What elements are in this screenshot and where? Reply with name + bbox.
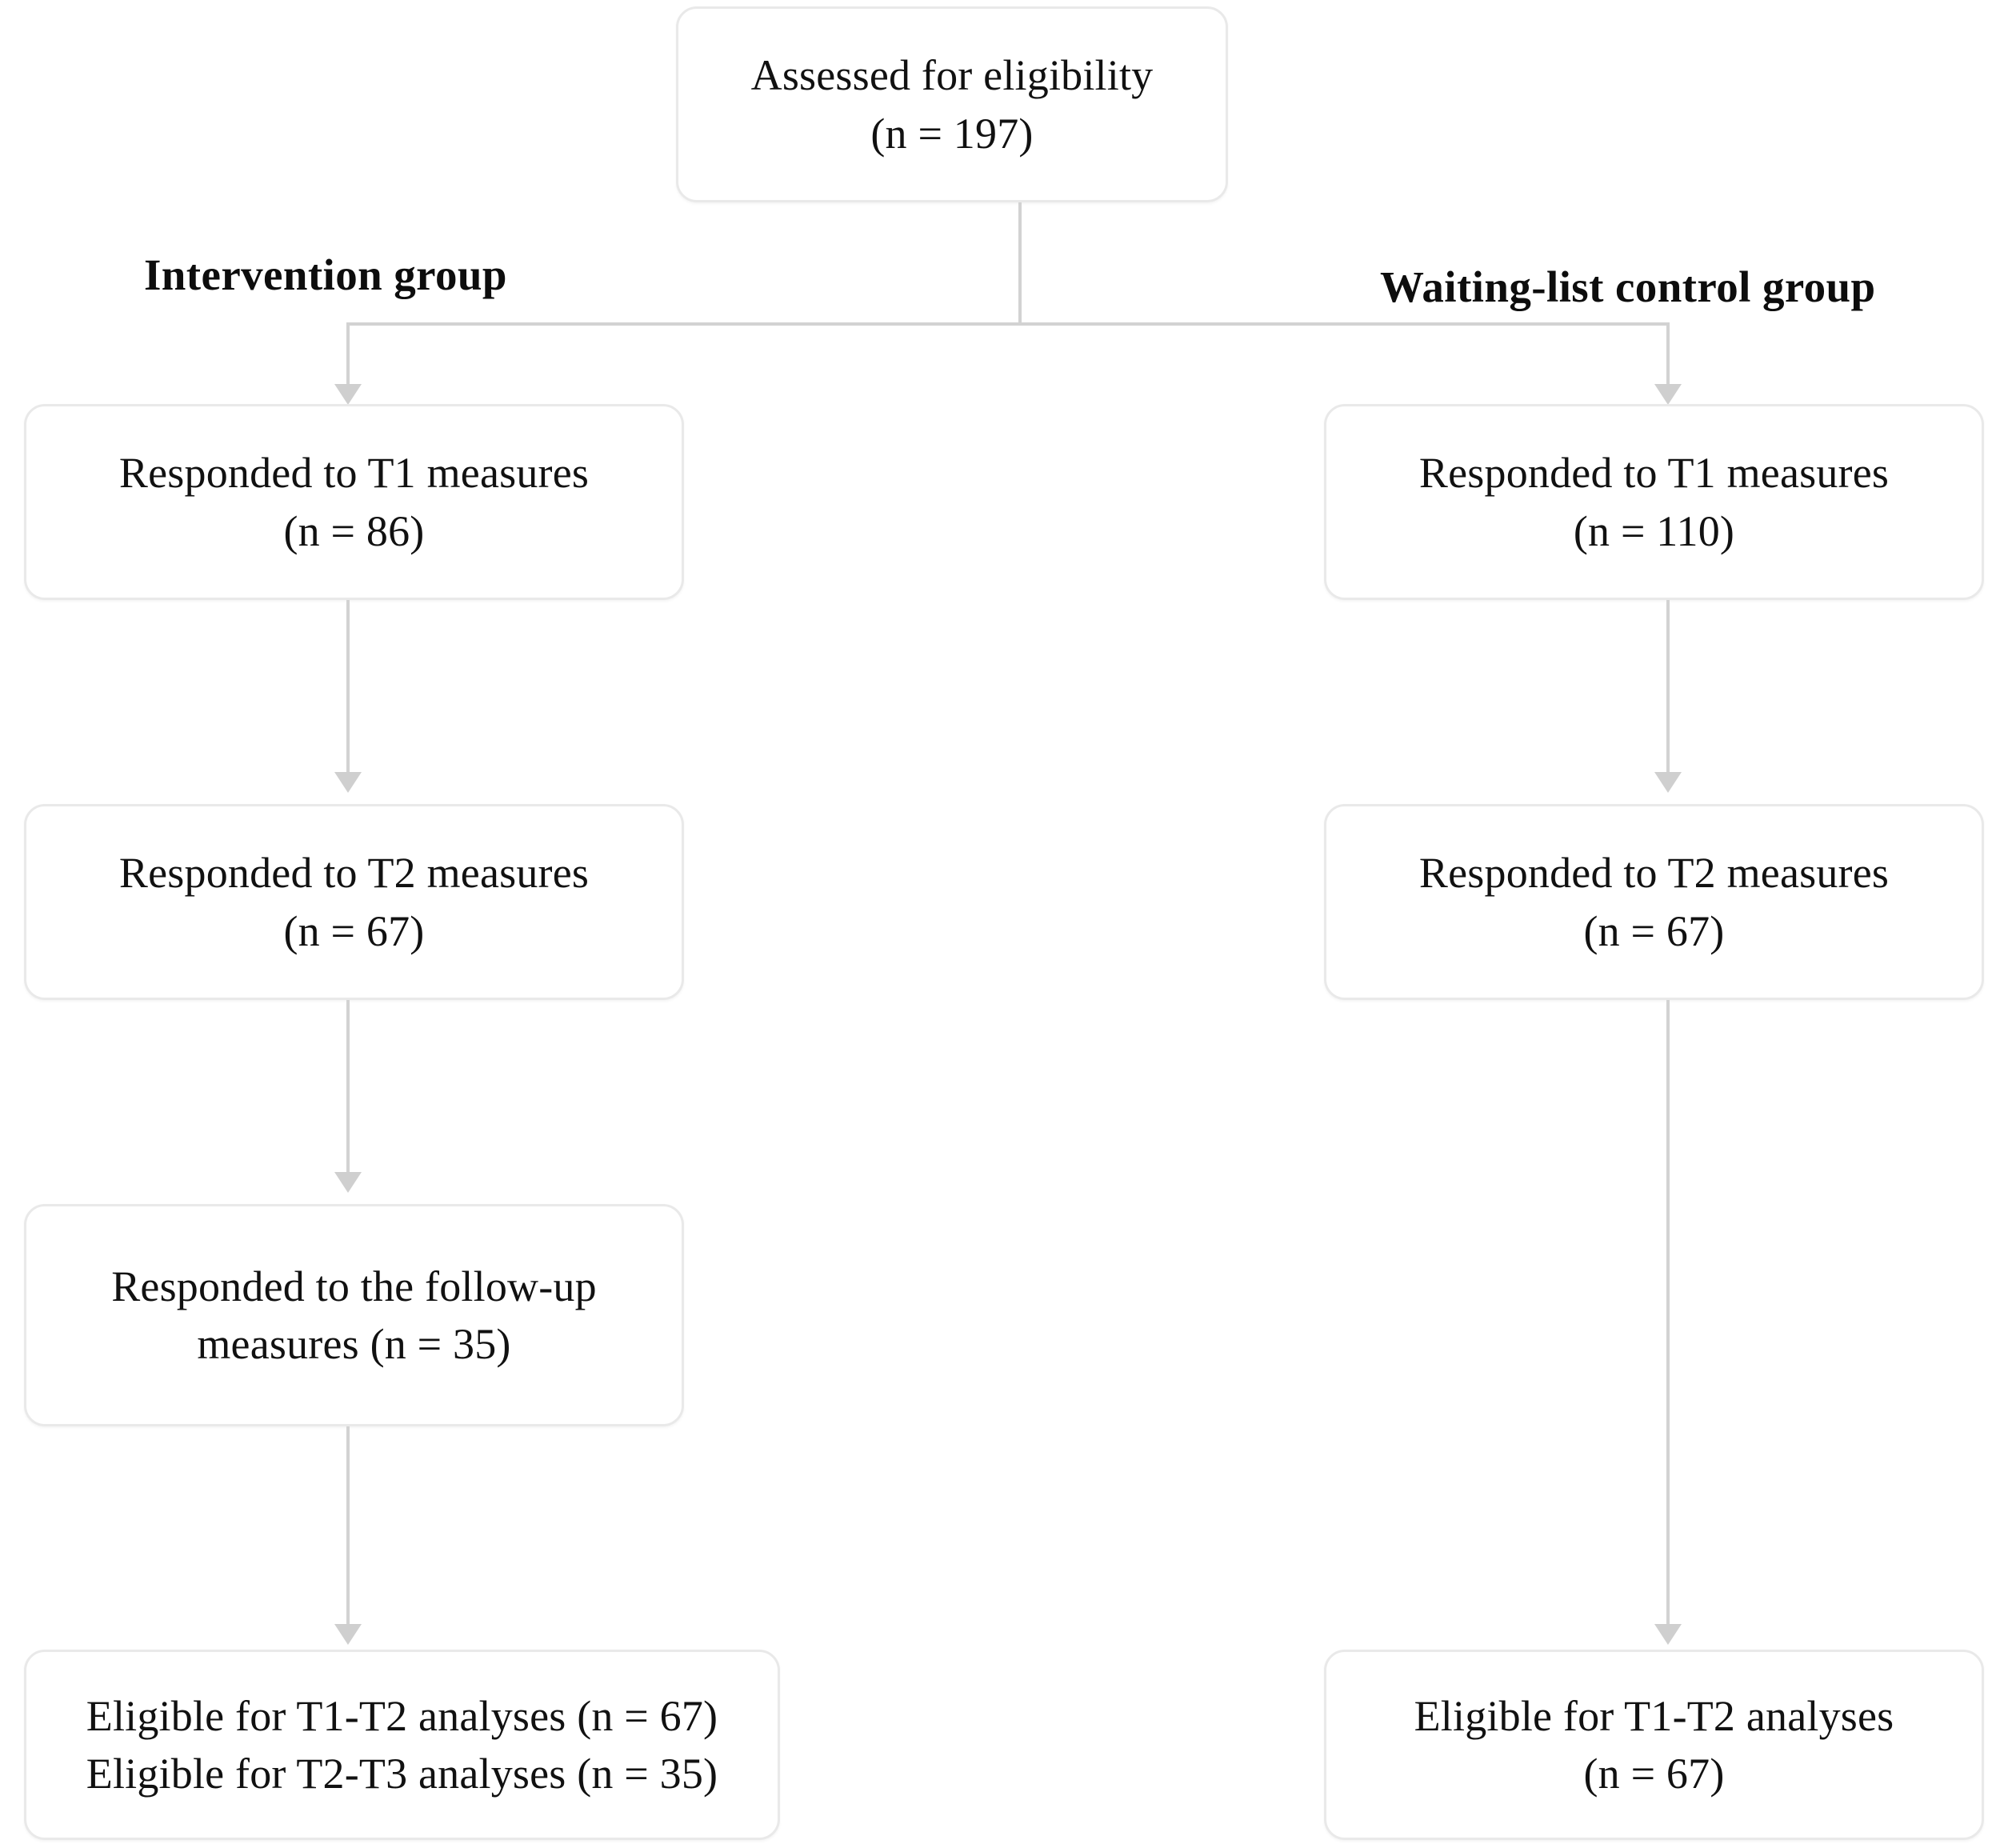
node-intervention-t1-text: Responded to T1 measures (n = 86) <box>118 449 590 555</box>
connector-intervention-t2-to-followup <box>346 1000 350 1182</box>
node-intervention-followup-text: Responded to the follow-up measures (n =… <box>111 1262 597 1368</box>
connector-control-t2-to-eligible <box>1666 1000 1670 1642</box>
node-control-eligible: Eligible for T1-T2 analyses (n = 67) <box>1324 1650 1984 1840</box>
node-control-t2: Responded to T2 measures (n = 67) <box>1324 804 1984 1000</box>
connector-intervention-followup-to-eligible <box>346 1426 350 1642</box>
node-intervention-followup: Responded to the follow-up measures (n =… <box>24 1204 684 1426</box>
connector-split-bar <box>346 322 1670 326</box>
node-control-eligible-text: Eligible for T1-T2 analyses (n = 67) <box>1414 1691 1894 1798</box>
arrowhead-control-t2 <box>1654 772 1682 793</box>
node-intervention-t1: Responded to T1 measures (n = 86) <box>24 404 684 600</box>
node-intervention-eligible-text: Eligible for T1-T2 analyses (n = 67) Eli… <box>86 1691 718 1798</box>
connector-control-t1-to-t2 <box>1666 600 1670 782</box>
node-control-t2-text: Responded to T2 measures (n = 67) <box>1418 849 1890 955</box>
node-assessed-for-eligibility: Assessed for eligibility (n = 197) <box>676 6 1228 202</box>
node-control-t1-text: Responded to T1 measures (n = 110) <box>1418 449 1890 555</box>
node-control-t1: Responded to T1 measures (n = 110) <box>1324 404 1984 600</box>
node-intervention-eligible: Eligible for T1-T2 analyses (n = 67) Eli… <box>24 1650 780 1840</box>
connector-split-to-intervention <box>346 322 350 394</box>
group-label-waiting-list-control: Waiting-list control group <box>1380 262 1876 311</box>
arrowhead-to-intervention-t1 <box>334 384 362 405</box>
connector-assessed-stem <box>1018 202 1022 324</box>
connector-split-to-control <box>1666 322 1670 394</box>
arrowhead-control-eligible <box>1654 1624 1682 1645</box>
arrowhead-to-control-t1 <box>1654 384 1682 405</box>
node-intervention-t2: Responded to T2 measures (n = 67) <box>24 804 684 1000</box>
arrowhead-intervention-eligible <box>334 1624 362 1645</box>
arrowhead-intervention-followup <box>334 1172 362 1193</box>
arrowhead-intervention-t2 <box>334 772 362 793</box>
node-assessed-for-eligibility-text: Assessed for eligibility (n = 197) <box>750 51 1154 158</box>
node-intervention-t2-text: Responded to T2 measures (n = 67) <box>118 849 590 955</box>
group-label-intervention: Intervention group <box>144 250 507 299</box>
connector-intervention-t1-to-t2 <box>346 600 350 782</box>
